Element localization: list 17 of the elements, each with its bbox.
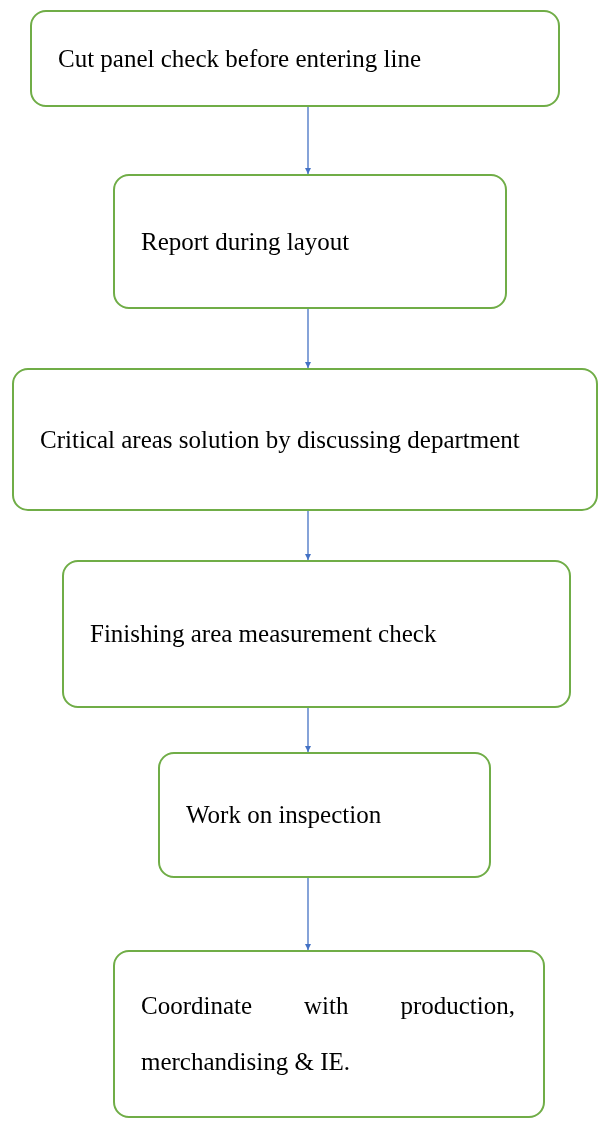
step-text: Finishing area measurement check xyxy=(90,619,438,649)
arrow xyxy=(304,707,312,753)
arrow xyxy=(304,106,312,175)
arrow xyxy=(304,308,312,369)
step-text: Cut panel check before entering line xyxy=(58,43,423,74)
arrow xyxy=(304,510,312,561)
step-text: Work on inspection xyxy=(186,800,383,830)
process-box xyxy=(12,368,598,511)
process-box xyxy=(113,174,507,309)
step-text: Critical areas solution by discussing department xyxy=(40,424,521,455)
step-text: Coordinate with production, merchandising & IE. xyxy=(141,991,515,1077)
process-box xyxy=(62,560,571,708)
process-box xyxy=(158,752,491,878)
step-text: Report during layout xyxy=(141,226,351,257)
process-box xyxy=(113,950,545,1118)
process-box xyxy=(30,10,560,107)
arrow xyxy=(304,877,312,951)
